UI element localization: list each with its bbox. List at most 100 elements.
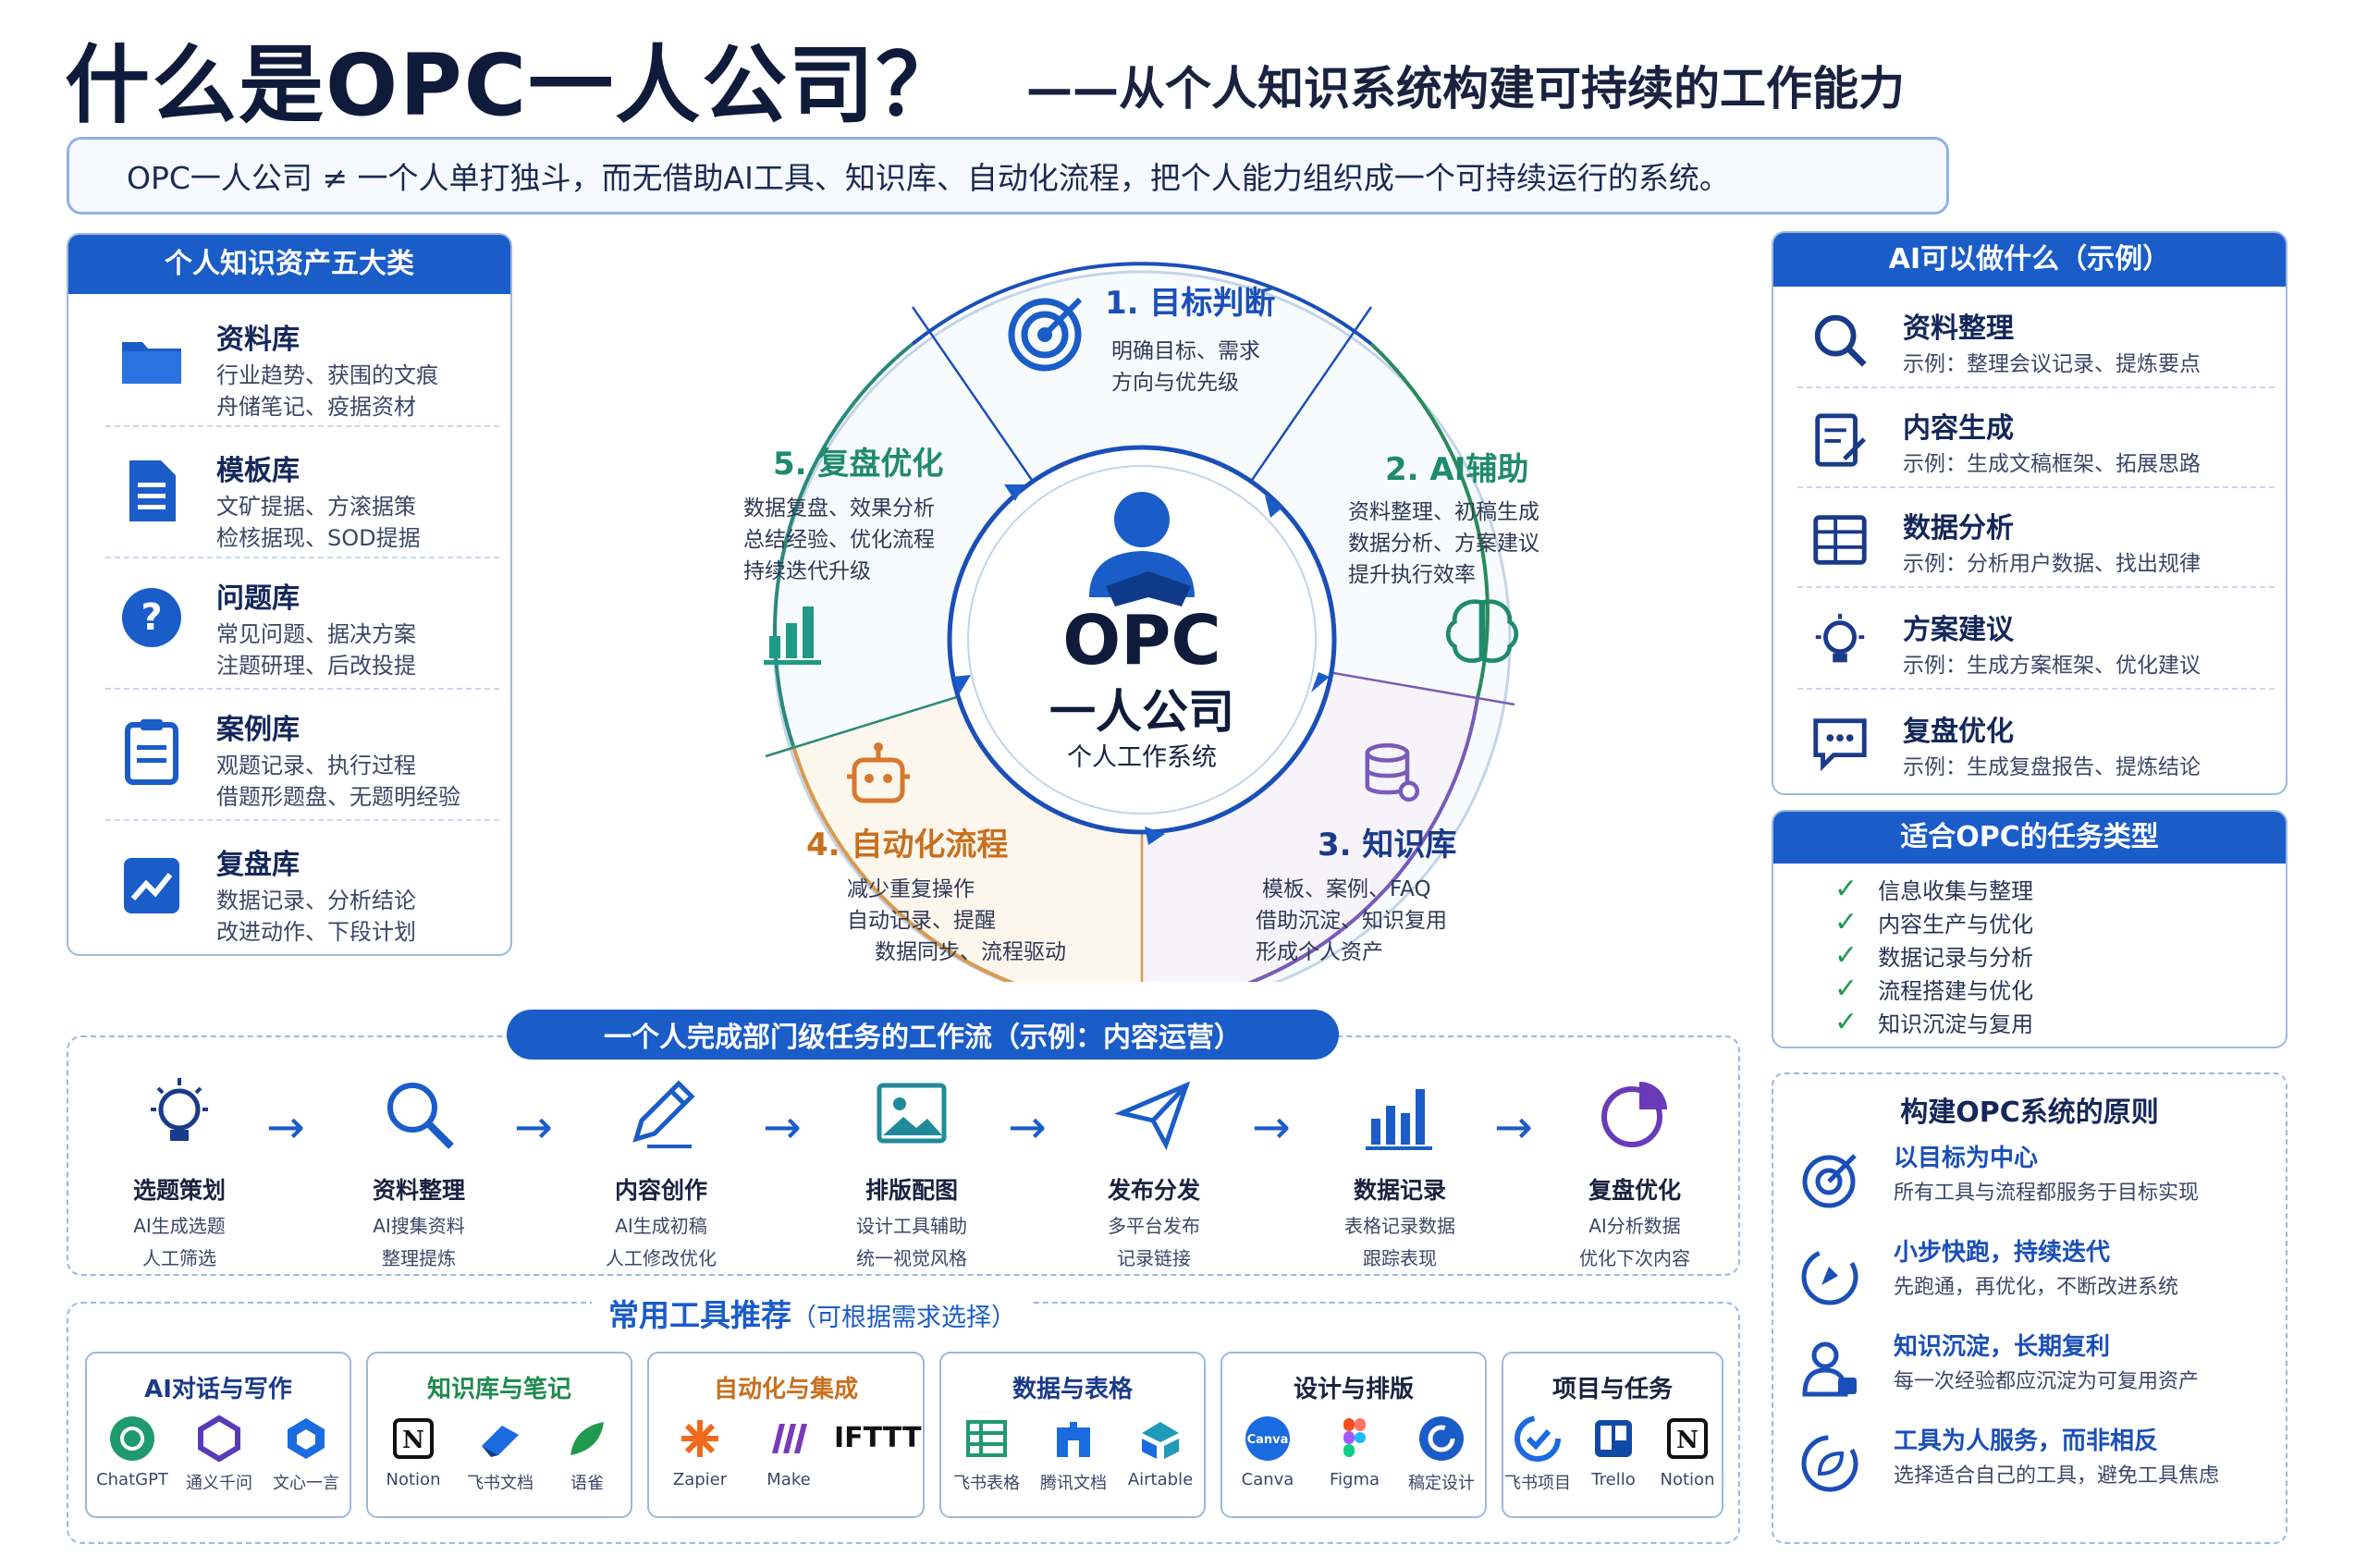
principle-desc: 每一次经验都应沉淀为可复用资产	[1894, 1370, 2200, 1393]
send-icon	[1114, 1081, 1191, 1151]
knowledge-item-name: 模板库	[216, 455, 300, 487]
workflow-step-line: 多平台发布	[1108, 1215, 1200, 1237]
lightbulb-icon	[151, 1078, 208, 1141]
tool-item[interactable]: 飞书文档	[459, 1415, 542, 1494]
knowledge-item-name: 资料库	[216, 324, 300, 356]
tool-item[interactable]: N Notion	[372, 1415, 455, 1489]
knowledge-item: 案例库 观题记录、执行过程 借题形题盘、无题明经验	[68, 688, 510, 819]
principle-desc: 先跑通，再优化，不断改进系统	[1894, 1276, 2179, 1299]
knowledge-item-line: 常见问题、据决方案	[216, 621, 416, 647]
knowledge-item-line: 改进动作、下段计划	[216, 919, 416, 945]
stage-2-line: 资料整理、初稿生成	[1348, 500, 1539, 524]
stage-2-line: 数据分析、方案建议	[1348, 532, 1539, 556]
workflow-step-label: 复盘优化	[1588, 1177, 1681, 1204]
tool-name: 腾讯文档	[1040, 1474, 1107, 1493]
opc-cycle-diagram: OPC 一人公司 个人工作系统 1. 目标判断 明确目标、需求 方向与优先级 2…	[684, 242, 1600, 982]
tool-name: 飞书项目	[1504, 1474, 1571, 1493]
search-icon	[387, 1083, 454, 1149]
tool-name: Airtable	[1127, 1470, 1194, 1489]
rocket-icon	[1801, 1248, 1858, 1305]
tool-item[interactable]: Canva Canva	[1226, 1415, 1309, 1489]
feishu-sheet-logo	[966, 1420, 1007, 1457]
ai-item-name: 数据分析	[1903, 512, 2014, 545]
workflow-step-line: AI分析数据	[1588, 1215, 1681, 1237]
knowledge-item: 资料库 行业趋势、获围的文痕 舟储笔记、疫据资材	[68, 294, 510, 425]
stage-1-line: 明确目标、需求	[1111, 339, 1260, 363]
tool-name: ChatGPT	[96, 1470, 168, 1489]
ai-item-example: 示例：生成复盘报告、提炼结论	[1903, 755, 2201, 779]
tool-item[interactable]: IFTTT	[834, 1415, 922, 1463]
tool-item[interactable]: Figma	[1313, 1415, 1396, 1489]
tool-name: 飞书表格	[953, 1474, 1020, 1493]
workflow-step-line: 设计工具辅助	[856, 1215, 967, 1237]
svg-text:Canva: Canva	[1247, 1433, 1289, 1447]
tool-name: Notion	[386, 1470, 441, 1489]
divider	[1797, 486, 2275, 488]
ifttt-logo: IFTTT	[834, 1422, 922, 1454]
knowledge-item: ? 问题库 常见问题、据决方案 注题研理、后改投提	[68, 557, 510, 688]
tool-name: Canva	[1241, 1470, 1294, 1489]
tool-item[interactable]: N Notion	[1646, 1415, 1729, 1489]
tool-item[interactable]: Airtable	[1119, 1415, 1202, 1489]
tool-item[interactable]: 飞书表格	[945, 1415, 1028, 1494]
database-icon	[1365, 743, 1420, 802]
stage-3-title: 3. 知识库	[1318, 827, 1457, 864]
knowledge-item-line: 数据记录、分析结论	[216, 888, 416, 913]
brain-icon	[1445, 599, 1519, 663]
tool-name: Figma	[1329, 1470, 1380, 1489]
definition-text: OPC一人公司 ≠ 一个人单打独斗，而无借助AI工具、知识库、自动化流程，把个人…	[127, 160, 1730, 196]
knowledge-item: 模板库 文矿提据、方滚据策 检核据现、SOD提据	[68, 425, 510, 557]
tool-item[interactable]: 语雀	[546, 1415, 629, 1494]
chatgpt-logo	[110, 1416, 154, 1461]
notion-logo: N	[1667, 1418, 1708, 1459]
stage-4-line: 数据同步、流程驱动	[875, 940, 1066, 964]
tool-item[interactable]: 腾讯文档	[1032, 1415, 1115, 1494]
task-type-item: ✓内容生产与优化	[1834, 906, 2034, 938]
tool-item[interactable]: Make	[747, 1415, 830, 1489]
zapier-logo	[681, 1420, 718, 1457]
workflow-step-label: 数据记录	[1353, 1177, 1446, 1204]
search-icon	[1814, 314, 1867, 367]
task-type-item: ✓知识沉淀与复用	[1834, 1006, 2034, 1038]
tool-item[interactable]: Trello	[1572, 1415, 1655, 1489]
stage-5-line: 持续迭代升级	[743, 559, 871, 583]
tool-category-title: 数据与表格	[1012, 1376, 1133, 1403]
workflow-step-line: 整理提炼	[382, 1247, 456, 1269]
wenxin-logo	[288, 1418, 325, 1459]
knowledge-item-name: 案例库	[216, 714, 300, 746]
tool-item[interactable]: 稿定设计	[1400, 1415, 1483, 1494]
tool-item[interactable]: Zapier	[658, 1415, 742, 1489]
knowledge-item-line: 借题形题盘、无题明经验	[216, 784, 460, 810]
bar-chart-icon	[764, 606, 821, 665]
knowledge-item-line: 注题研理、后改投提	[216, 653, 416, 679]
principles-title: 构建OPC系统的原则	[1900, 1096, 2159, 1129]
task-type-item: ✓信息收集与整理	[1834, 873, 2034, 905]
tool-item[interactable]: 文心一言	[264, 1415, 348, 1494]
knowledge-item: 复盘库 数据记录、分析结论 改进动作、下段计划	[68, 819, 510, 954]
tools-title-sub: （可根据需求选择）	[791, 1304, 1016, 1332]
bar-chart-icon	[1366, 1089, 1432, 1150]
divider	[105, 557, 499, 558]
trello-logo	[1595, 1420, 1632, 1457]
cycle-graphic	[765, 262, 1515, 982]
definition-banner: OPC一人公司 ≠ 一个人单打独斗，而无借助AI工具、知识库、自动化流程，把个人…	[67, 137, 1949, 214]
tool-item[interactable]: 飞书项目	[1496, 1415, 1579, 1494]
tool-item[interactable]: 通义千问	[178, 1415, 261, 1494]
target-icon	[1008, 297, 1083, 372]
tool-name: 语雀	[570, 1474, 604, 1493]
tool-item[interactable]: ChatGPT	[91, 1415, 174, 1489]
knowledge-item-line: 行业趋势、获围的文痕	[216, 362, 438, 388]
chat-icon	[1813, 718, 1867, 772]
task-type-item: ✓流程搭建与优化	[1834, 973, 2034, 1005]
image-icon	[877, 1083, 947, 1144]
ai-item-name: 内容生成	[1903, 412, 2014, 445]
tool-category-title: AI对话与写作	[144, 1376, 292, 1403]
make-logo	[772, 1424, 807, 1453]
stage-1-title: 1. 目标判断	[1105, 285, 1276, 322]
task-types-title: 适合OPC的任务类型	[1773, 812, 2286, 864]
ai-item-name: 方案建议	[1903, 614, 2014, 646]
tool-name: 通义千问	[186, 1474, 252, 1493]
stage-3-line: 模板、案例、FAQ	[1262, 877, 1431, 901]
tool-name: 飞书文档	[467, 1474, 533, 1493]
divider	[105, 819, 499, 821]
